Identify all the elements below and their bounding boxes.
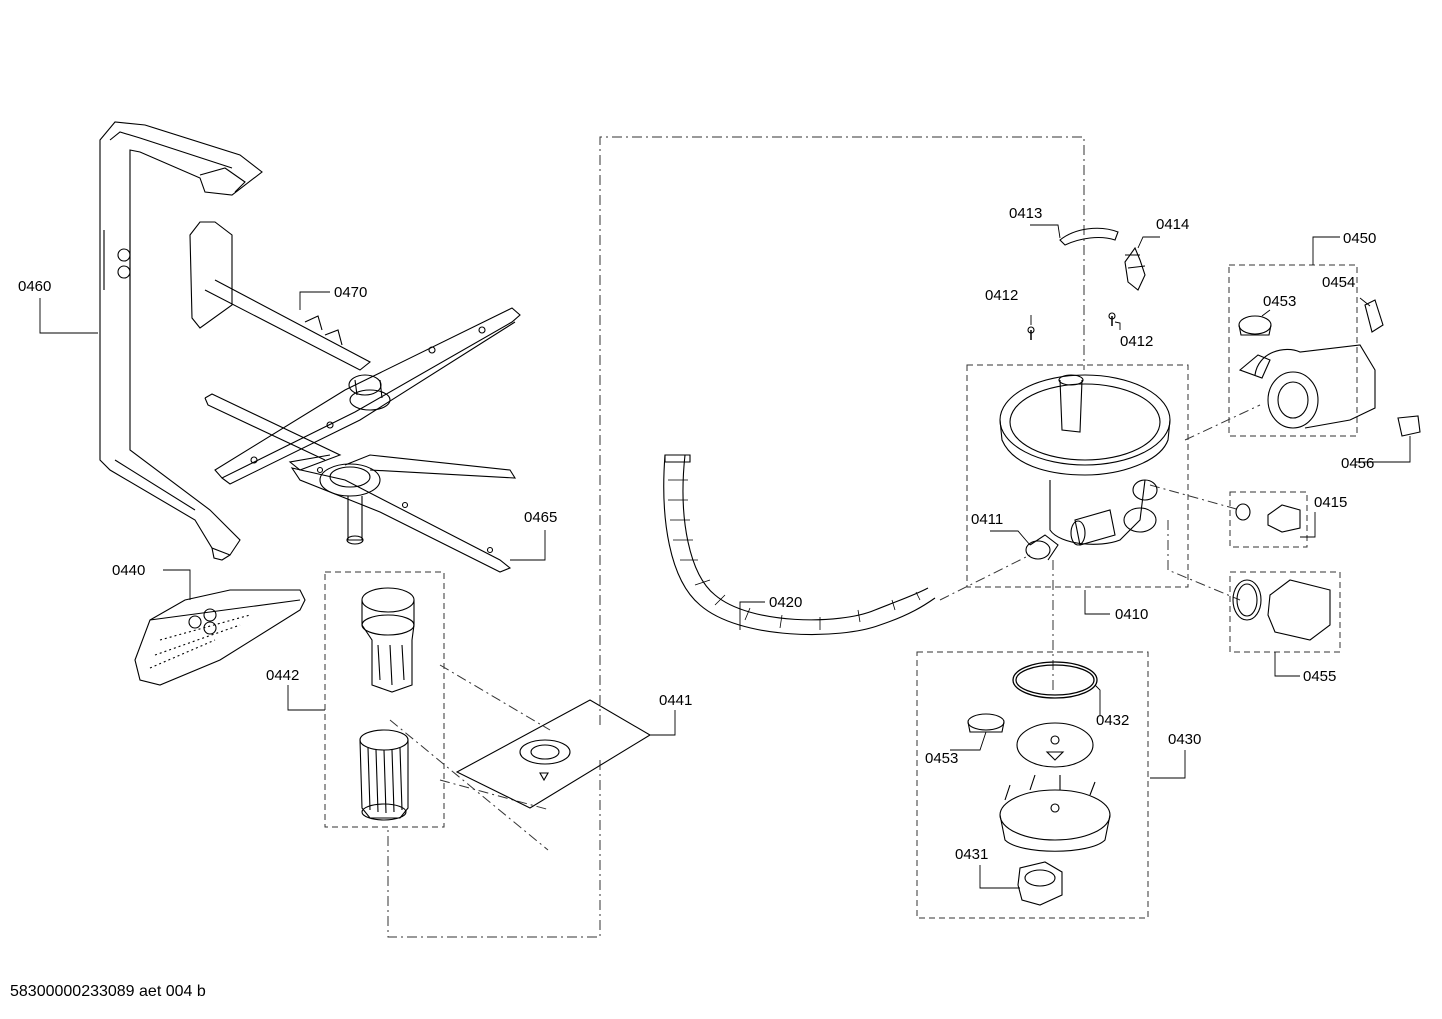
valve-set-drawing: [1235, 503, 1301, 533]
group-box-0415: [1229, 491, 1308, 548]
part-label-0465: 0465: [524, 509, 558, 526]
flat-filter-drawing: [455, 699, 652, 809]
supply-pipe-drawing: [99, 121, 263, 561]
filter-cylinder-drawing: [359, 587, 415, 821]
part-label-0460: 0460: [18, 278, 52, 295]
circulation-pump-drawing: [1238, 299, 1421, 437]
group-box-0430: [916, 651, 1149, 919]
part-label-0412-right: 0412: [1120, 333, 1154, 350]
small-motor-drawing: [1017, 861, 1063, 906]
part-label-0453-upper: 0453: [1263, 293, 1297, 310]
pump-housing-drawing: [1232, 579, 1331, 641]
part-label-0455: 0455: [1303, 668, 1337, 685]
part-label-0442: 0442: [266, 667, 300, 684]
leader-lines: [39, 224, 1411, 889]
part-label-0441: 0441: [659, 692, 693, 709]
part-label-0456: 0456: [1341, 455, 1375, 472]
clips-and-screws-drawing: [1027, 227, 1146, 340]
drawing-code: 58300000233089 aet 004 b: [10, 983, 206, 1000]
part-label-0415: 0415: [1314, 494, 1348, 511]
part-label-0431: 0431: [955, 846, 989, 863]
part-label-0454: 0454: [1322, 274, 1356, 291]
group-box-0442: [324, 571, 445, 828]
part-label-0411: 0411: [971, 511, 1004, 528]
drain-hose-drawing: [663, 454, 936, 635]
sump-base-drawing: [967, 713, 1111, 852]
part-label-0453-lower: 0453: [925, 750, 959, 767]
group-box-0410: [966, 364, 1189, 588]
pump-pot-drawing: [999, 374, 1171, 546]
group-box-0450: [1228, 264, 1358, 437]
part-label-0432: 0432: [1096, 712, 1130, 729]
group-boxes: [324, 264, 1358, 919]
part-label-0412-left: 0412: [985, 287, 1019, 304]
part-label-0413: 0413: [1009, 205, 1043, 222]
part-label-0430: 0430: [1168, 731, 1202, 748]
part-label-0414: 0414: [1156, 216, 1190, 233]
part-label-0420: 0420: [769, 594, 803, 611]
lower-spray-arm-drawing: [204, 393, 517, 573]
check-valve-drawing: [1025, 534, 1059, 561]
upper-spray-arm-drawing: [189, 221, 521, 485]
seal-ring-drawing: [1012, 661, 1098, 699]
group-box-0455: [1229, 571, 1341, 653]
assembly-guide-lines: [387, 136, 1261, 938]
part-label-0440: 0440: [112, 562, 146, 579]
part-label-0410: 0410: [1115, 606, 1149, 623]
micro-filter-drawing: [134, 589, 306, 686]
part-label-0450: 0450: [1343, 230, 1377, 247]
part-label-0470: 0470: [334, 284, 368, 301]
